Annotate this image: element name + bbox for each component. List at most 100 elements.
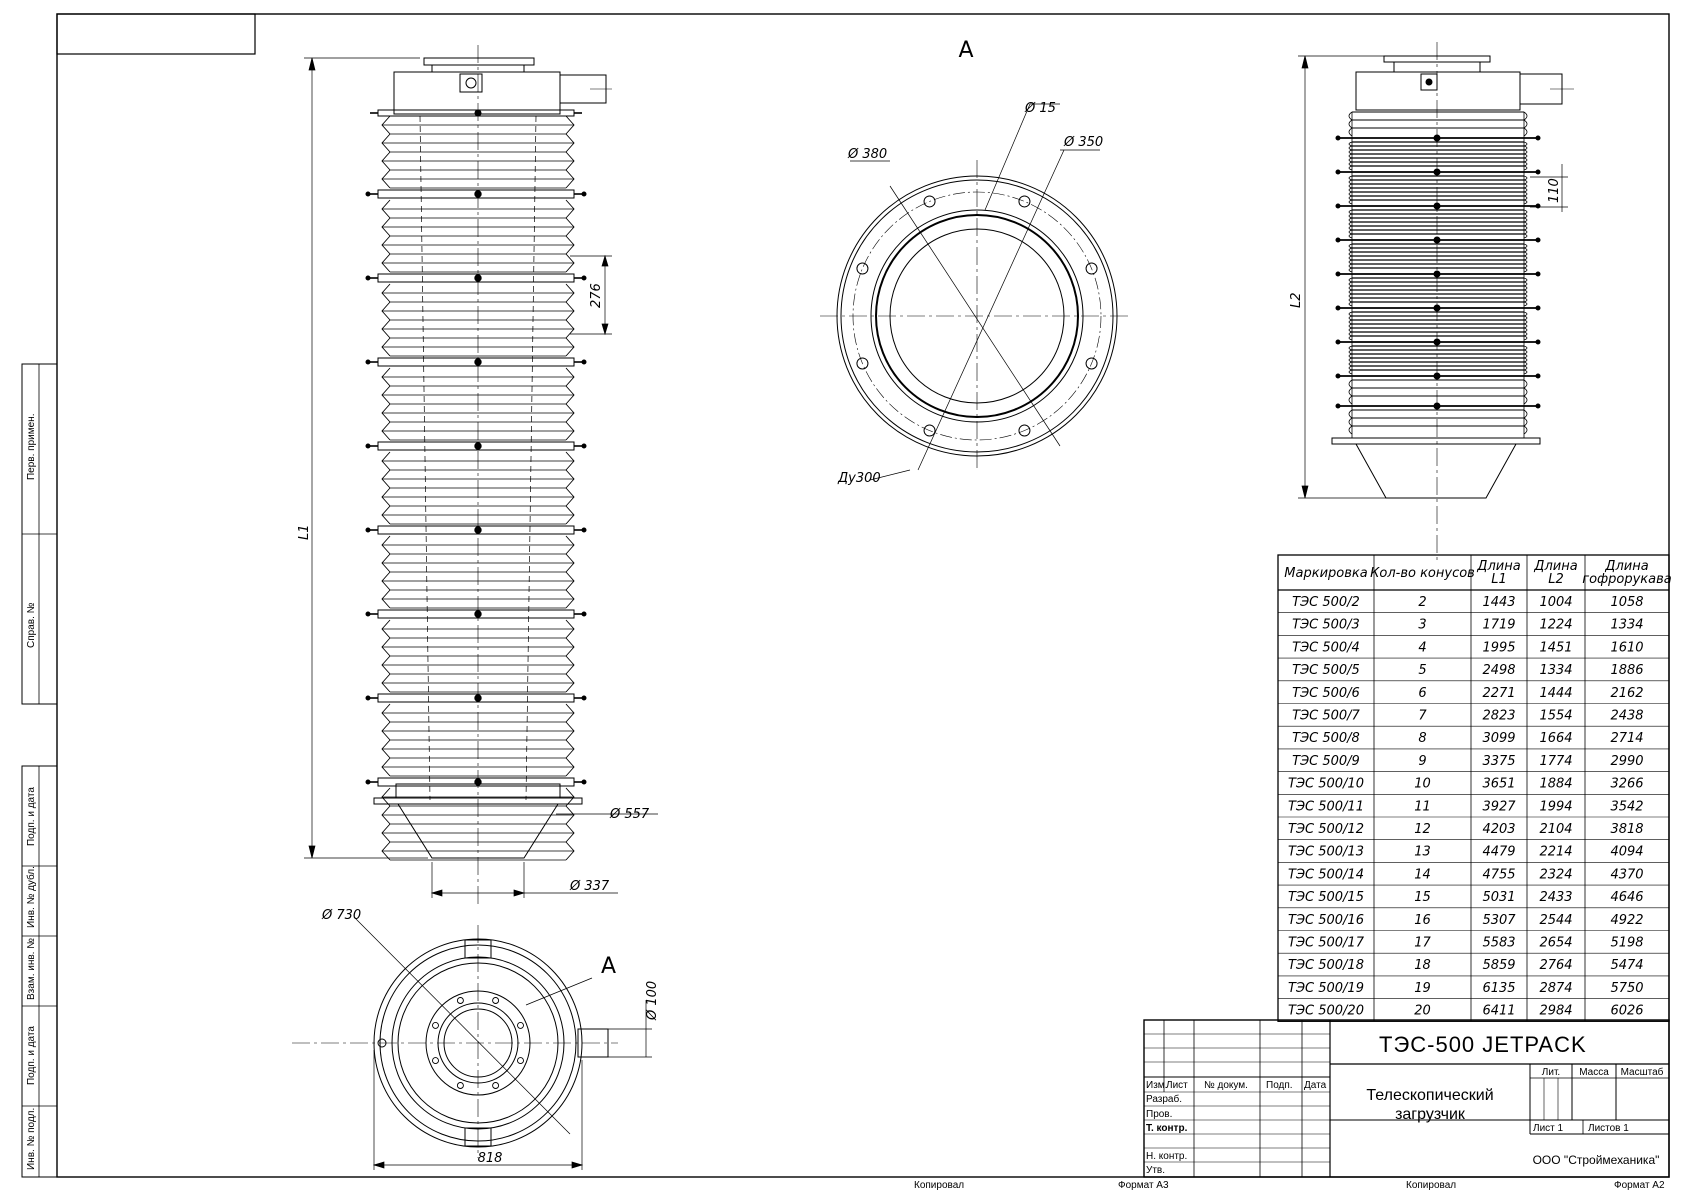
spec-cell: 1774 [1539, 754, 1572, 769]
spec-cell: 2104 [1539, 822, 1572, 837]
spec-cell: 1451 [1539, 640, 1572, 655]
spec-cell: 11 [1414, 799, 1431, 814]
spec-cell: 1884 [1539, 777, 1572, 792]
spec-cell: 2214 [1539, 845, 1572, 860]
side-view [1331, 42, 1574, 560]
spec-cell: 4370 [1610, 867, 1643, 882]
top-view [292, 916, 618, 1158]
dim-L1-label: L1 [297, 524, 312, 540]
spec-cell: 2433 [1539, 890, 1572, 905]
spec-cell: 2714 [1610, 731, 1643, 746]
stamp-vzam-inv: Взам. инв. № [26, 938, 37, 1000]
spec-cell: 1443 [1482, 595, 1515, 610]
spec-cell: 17 [1414, 936, 1431, 951]
tb-masshtab: Масштаб [1621, 1066, 1664, 1078]
spec-cell: 13 [1414, 845, 1431, 860]
spec-cell: 1004 [1539, 595, 1572, 610]
spec-cell: ТЭС 500/19 [1288, 981, 1364, 996]
spec-cell: 1554 [1539, 709, 1572, 724]
spec-cell: ТЭС 500/5 [1292, 663, 1360, 678]
spec-cell: 6 [1418, 686, 1426, 701]
view-a-title: A [958, 38, 973, 63]
spec-cell: 4203 [1482, 822, 1515, 837]
spec-cell: ТЭС 500/16 [1288, 913, 1364, 928]
spec-cell: 1994 [1539, 799, 1572, 814]
spec-cell: ТЭС 500/20 [1288, 1004, 1364, 1019]
spec-cell: ТЭС 500/18 [1288, 958, 1364, 973]
spec-cell: 2984 [1539, 1004, 1572, 1019]
spec-cell: 5307 [1482, 913, 1516, 928]
tb-utv: Утв. [1146, 1165, 1165, 1176]
title-block-text: ТЭС-500 JETPACK Телескопический загрузчи… [1146, 1032, 1664, 1176]
spec-cell: 3266 [1610, 777, 1643, 792]
spec-cell: ТЭС 500/15 [1288, 890, 1364, 905]
spec-cell: 5750 [1610, 981, 1643, 996]
spec-cell: ТЭС 500/3 [1292, 618, 1360, 633]
stamp-inv-dubl: Инв. № дубл. [25, 866, 37, 928]
spec-cell: ТЭС 500/2 [1292, 595, 1360, 610]
spec-header-cell: Длина [1604, 559, 1648, 574]
dim-110-label: 110 [1547, 178, 1562, 203]
tb-tkontr: Т. контр. [1146, 1123, 1188, 1134]
spec-cell: ТЭС 500/7 [1292, 709, 1360, 724]
stamp-sprav: Справ. № [26, 602, 37, 648]
spec-cell: 6135 [1482, 981, 1515, 996]
dim-L1 [304, 57, 428, 859]
spec-cell: 2654 [1539, 936, 1572, 951]
spec-cell: 16 [1414, 913, 1431, 928]
stamp-podp-data-2: Подп. и дата [26, 1026, 37, 1085]
dim-557-337 [430, 813, 658, 898]
dim-L2-label: L2 [1289, 292, 1304, 308]
spec-cell: 3651 [1482, 777, 1515, 792]
spec-cell: 4094 [1610, 845, 1643, 860]
tb-designation: ТЭС-500 JETPACK [1379, 1032, 1587, 1057]
title-block [1143, 1019, 1670, 1178]
spec-cell: 1444 [1539, 686, 1572, 701]
spec-cell: 2271 [1482, 686, 1515, 701]
spec-cell: 1886 [1610, 663, 1643, 678]
spec-cell: ТЭС 500/13 [1288, 845, 1364, 860]
spec-cell: 1334 [1539, 663, 1572, 678]
spec-cell: 6411 [1482, 1004, 1515, 1019]
spec-cell: 15 [1414, 890, 1431, 905]
footer-copied-2: Копировал [1406, 1180, 1456, 1191]
footer-format-1: Формат А3 [1118, 1180, 1169, 1191]
spec-cell: 3818 [1610, 822, 1643, 837]
spec-cell: 2324 [1539, 867, 1572, 882]
spec-header-cell: Кол-во конусов [1370, 566, 1475, 581]
spec-cell: 12 [1414, 822, 1431, 837]
spec-cell: 1664 [1539, 731, 1572, 746]
tb-massa: Масса [1579, 1067, 1609, 1078]
spec-cell: 1995 [1482, 640, 1515, 655]
tb-razrab: Разраб. [1146, 1093, 1182, 1105]
spec-cell: 10 [1414, 777, 1431, 792]
spec-cell: 18 [1414, 958, 1431, 973]
tb-sheet: Лист 1 [1533, 1123, 1564, 1134]
tb-col-list: Лист [1166, 1080, 1188, 1091]
tb-name-2: загрузчик [1395, 1106, 1466, 1123]
side-stamp-labels: Перв. примен. Справ. № Подп. и дата Инв.… [25, 414, 37, 1170]
spec-cell: ТЭС 500/9 [1292, 754, 1360, 769]
spec-cell: 3927 [1482, 799, 1516, 814]
spec-header-cell: Длина [1533, 559, 1577, 574]
spec-cell: 2990 [1610, 754, 1643, 769]
dim-L2 [1298, 55, 1568, 499]
dim-337-label: Ø 337 [569, 879, 610, 894]
spec-cell: 9 [1418, 754, 1426, 769]
spec-cell: 20 [1414, 1004, 1431, 1019]
spec-cell: 3099 [1482, 731, 1515, 746]
stamp-perv-primen: Перв. примен. [26, 414, 37, 480]
tb-sheets: Листов 1 [1588, 1123, 1629, 1134]
spec-header-cell: L2 [1548, 572, 1564, 587]
dim-276-label: 276 [589, 283, 604, 308]
spec-header-cell: L1 [1491, 572, 1507, 587]
spec-cell: ТЭС 500/14 [1288, 867, 1364, 882]
spec-cell: 4479 [1482, 845, 1515, 860]
spec-header-cell: гофрорукава [1582, 572, 1672, 587]
spec-cell: 5198 [1610, 936, 1643, 951]
spec-cell: ТЭС 500/17 [1288, 936, 1365, 951]
stamp-podp-data-1: Подп. и дата [26, 787, 37, 846]
spec-cell: 1058 [1610, 595, 1643, 610]
spec-header-cell: Длина [1476, 559, 1520, 574]
